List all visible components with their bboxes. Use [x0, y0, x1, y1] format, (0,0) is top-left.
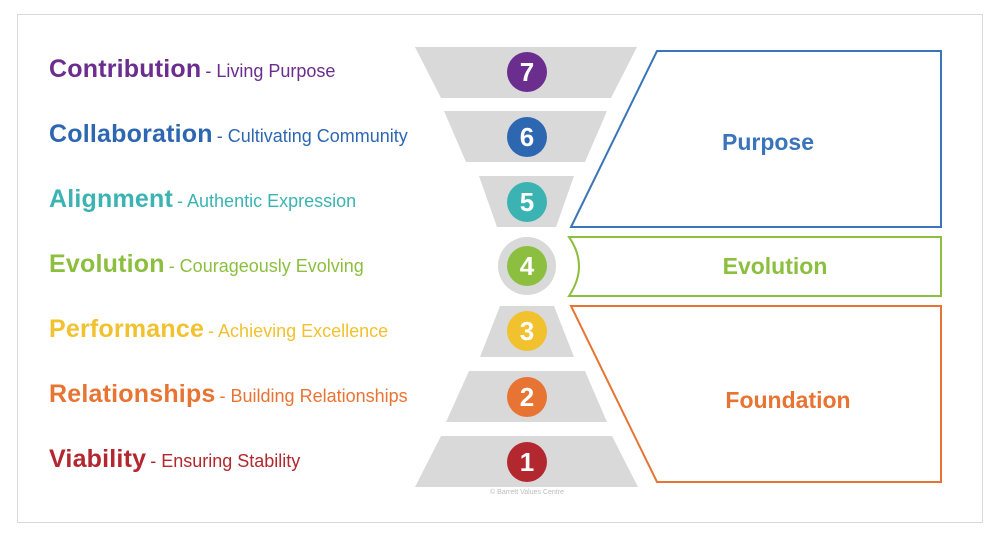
- level-description: - Authentic Expression: [177, 191, 357, 211]
- level-name: Performance: [49, 315, 205, 343]
- level-description: - Living Purpose: [205, 61, 336, 81]
- evolution-group-label: Evolution: [723, 253, 828, 279]
- level-number: 6: [520, 122, 534, 152]
- level-label-5: Alignment - Authentic Expression: [49, 185, 356, 219]
- level-badge-3: 3: [507, 311, 547, 351]
- level-badge-1: 1: [507, 442, 547, 482]
- level-number: 1: [520, 447, 534, 477]
- level-label-1: Viability - Ensuring Stability: [49, 445, 300, 479]
- level-label-7: Contribution - Living Purpose: [49, 55, 335, 89]
- level-name: Relationships: [49, 380, 216, 408]
- level-number: 4: [520, 251, 535, 281]
- level-number: 2: [520, 382, 534, 412]
- level-name: Evolution: [49, 250, 165, 278]
- level-description: - Achieving Excellence: [208, 321, 389, 341]
- level-name: Alignment: [49, 185, 174, 213]
- level-badge-5: 5: [507, 182, 547, 222]
- level-label-2: Relationships - Building Relationships: [49, 380, 408, 414]
- purpose-group-outline: [569, 50, 942, 228]
- level-badge-6: 6: [507, 117, 547, 157]
- level-badge-7: 7: [507, 52, 547, 92]
- level-number: 3: [520, 316, 534, 346]
- level-label-6: Collaboration - Cultivating Community: [49, 120, 408, 154]
- level-description: - Building Relationships: [219, 386, 408, 406]
- level-description: - Courageously Evolving: [168, 256, 364, 276]
- level-badge-2: 2: [507, 377, 547, 417]
- foundation-group-outline: [569, 305, 942, 483]
- copyright-text: © Barrett Values Centre: [490, 488, 564, 496]
- level-description: - Ensuring Stability: [150, 451, 301, 471]
- level-number: 5: [520, 187, 534, 217]
- level-description: - Cultivating Community: [216, 126, 408, 146]
- level-label-4: Evolution - Courageously Evolving: [49, 250, 364, 284]
- level-name: Contribution: [49, 55, 202, 83]
- level-number: 7: [520, 57, 534, 87]
- level-badge-4: 4: [507, 246, 547, 286]
- level-label-3: Performance - Achieving Excellence: [49, 315, 388, 349]
- foundation-group-label: Foundation: [725, 387, 850, 413]
- level-name: Viability: [49, 445, 147, 473]
- level-name: Collaboration: [49, 120, 213, 148]
- evolution-group-outline: [567, 236, 942, 297]
- purpose-group-label: Purpose: [722, 129, 814, 155]
